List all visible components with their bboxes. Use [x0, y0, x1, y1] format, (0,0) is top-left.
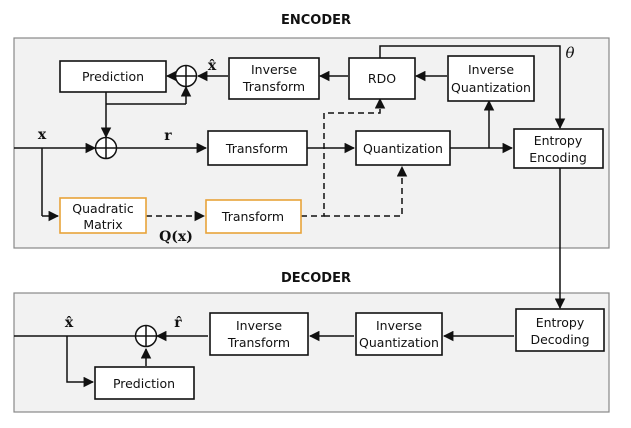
block-transform: Transform: [207, 130, 308, 166]
svg-text:Transform: Transform: [227, 335, 290, 350]
block-inverse-quantization-encoder: Inverse Quantization: [447, 55, 535, 102]
svg-text:Quantization: Quantization: [359, 335, 439, 350]
svg-text:Encoding: Encoding: [529, 150, 587, 165]
svg-text:Inverse: Inverse: [251, 62, 297, 77]
svg-text:Transform: Transform: [225, 141, 288, 156]
block-prediction-decoder: Prediction: [94, 366, 195, 400]
encoder-title: ENCODER: [281, 13, 351, 28]
signal-theta: θ: [565, 44, 574, 62]
block-quantization: Quantization: [355, 130, 451, 166]
svg-text:Inverse: Inverse: [236, 318, 282, 333]
svg-text:Entropy: Entropy: [534, 133, 583, 148]
svg-text:Inverse: Inverse: [376, 318, 422, 333]
svg-text:Transform: Transform: [221, 209, 284, 224]
svg-text:Quantization: Quantization: [363, 141, 443, 156]
wire-qt-to-quant: [324, 165, 408, 217]
signal-r: r: [164, 128, 172, 144]
block-inverse-transform-encoder: Inverse Transform: [228, 57, 320, 100]
block-inverse-quantization-decoder: Inverse Quantization: [355, 312, 443, 356]
block-entropy-encoding: Entropy Encoding: [513, 128, 604, 169]
wire-theta: [379, 45, 566, 130]
block-rdo: RDO: [348, 57, 416, 100]
block-inverse-transform-decoder: Inverse Transform: [209, 312, 309, 356]
signal-x: x: [38, 127, 47, 143]
sum-node-reconstruction: [174, 64, 198, 88]
svg-text:Inverse: Inverse: [468, 62, 514, 77]
svg-text:Quadratic: Quadratic: [72, 201, 134, 216]
block-quadratic-matrix: Quadratic Matrix: [59, 197, 147, 234]
block-transform-q: Transform: [205, 199, 302, 234]
block-entropy-decoding: Entropy Decoding: [515, 308, 605, 352]
sum-node-residual: [94, 136, 118, 160]
svg-text:RDO: RDO: [368, 71, 396, 86]
signal-x-hat-decoder: x̂: [65, 315, 74, 331]
decoder-title: DECODER: [281, 271, 351, 286]
sum-node-decoder: [134, 324, 158, 348]
svg-text:Prediction: Prediction: [82, 69, 144, 84]
signal-r-hat: r̂: [174, 315, 182, 331]
svg-text:Matrix: Matrix: [83, 217, 122, 232]
block-prediction-encoder: Prediction: [59, 60, 167, 93]
wire-qt-to-rdo: [301, 97, 386, 217]
svg-text:Transform: Transform: [242, 79, 305, 94]
signal-q-of-x: Q(x): [159, 229, 193, 245]
svg-text:Prediction: Prediction: [113, 376, 175, 391]
svg-text:Entropy: Entropy: [536, 315, 585, 330]
wire-out-to-pred: [66, 336, 95, 388]
signal-x-hat-encoder: x̂: [208, 58, 217, 74]
svg-text:Decoding: Decoding: [530, 332, 589, 347]
svg-text:Quantization: Quantization: [451, 80, 531, 95]
